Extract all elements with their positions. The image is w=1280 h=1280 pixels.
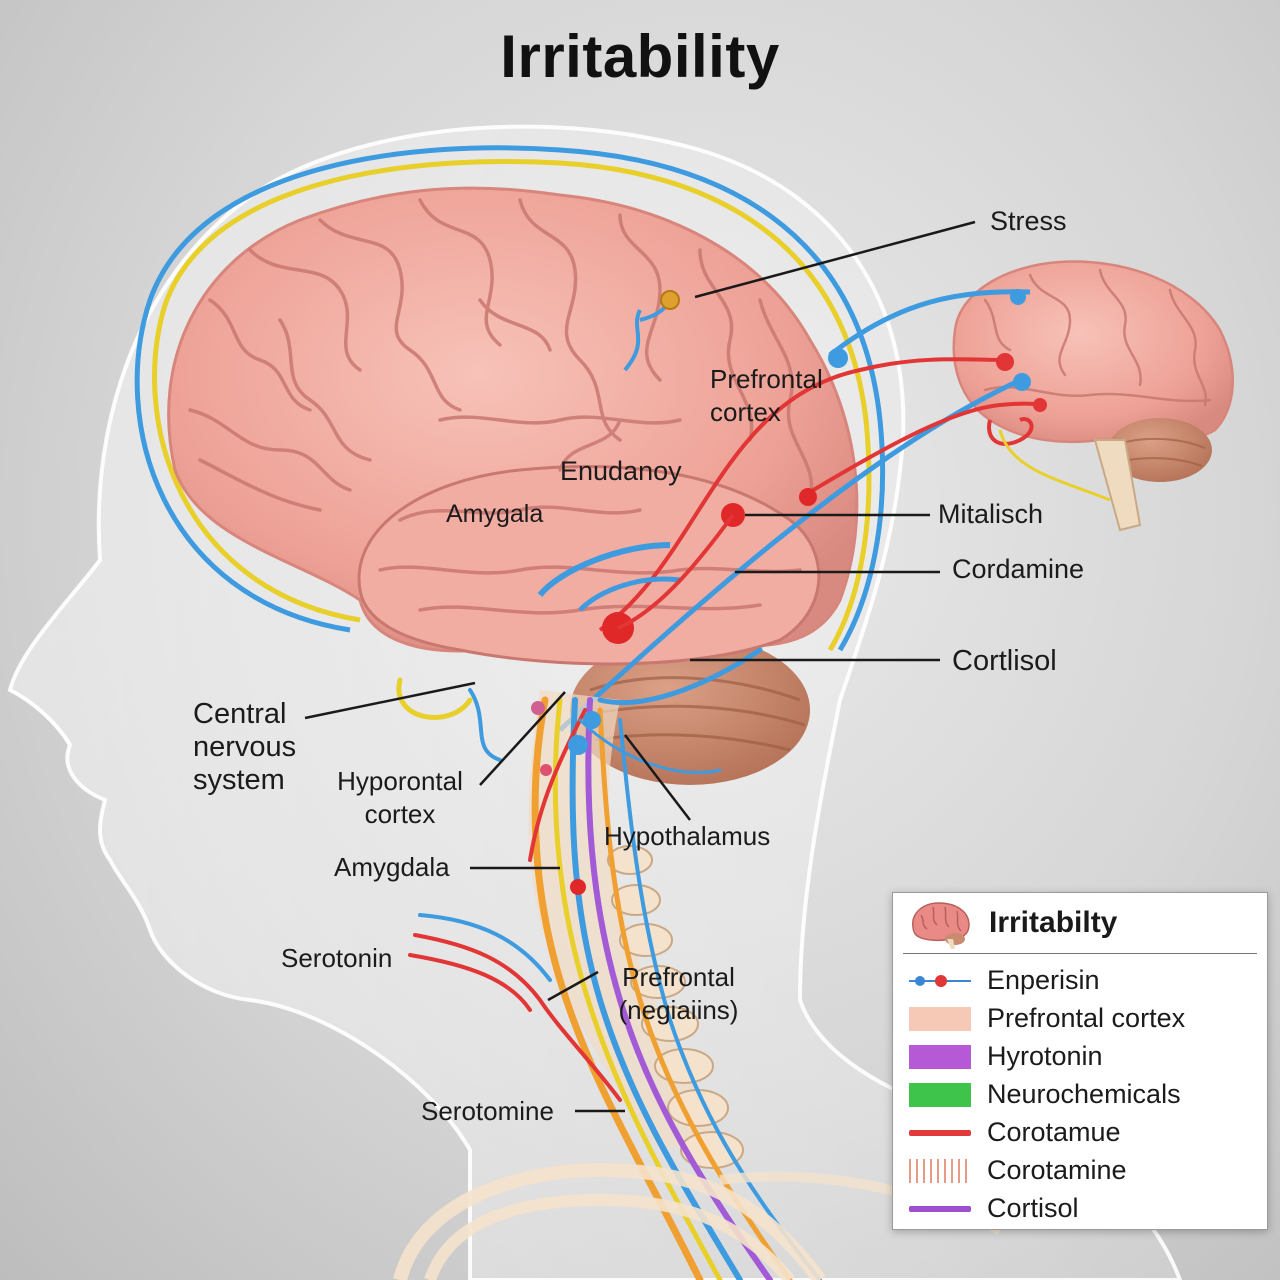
- legend-header: Irritabilty: [893, 893, 1267, 953]
- secondary-brain: [952, 260, 1234, 445]
- label-prefrontal-cortex-line1: Prefrontal: [710, 364, 823, 394]
- legend-item-label: Neurochemicals: [987, 1079, 1181, 1109]
- legend-swatch: [909, 1197, 971, 1221]
- label-cns-line1: Central: [193, 698, 287, 730]
- label-serotonin: Serotonin: [281, 943, 393, 973]
- legend-swatch: [909, 1159, 971, 1183]
- legend-item: Corotamue: [893, 1115, 1267, 1151]
- legend-item-label: Hyrotonin: [987, 1041, 1103, 1071]
- legend-swatch: [909, 1083, 971, 1107]
- legend-title: Irritabilty: [989, 906, 1118, 939]
- label-amygala: Amygala: [446, 500, 544, 528]
- label-central-nervous-system: Central nervous system: [193, 698, 296, 797]
- label-cordamine: Cordamine: [952, 554, 1085, 584]
- legend-item: Hyrotonin: [893, 1039, 1267, 1075]
- legend-item: Enperisin: [893, 963, 1267, 999]
- label-serotomine: Serotomine: [421, 1096, 554, 1126]
- legend-swatch: [909, 1007, 971, 1031]
- label-hyporontal-line2: cortex: [364, 799, 436, 829]
- legend-item-label: Enperisin: [987, 965, 1100, 995]
- label-hyporontal-cortex: Hyporontal cortex: [330, 765, 470, 831]
- legend-item: Prefrontal cortex: [893, 1001, 1267, 1037]
- legend-swatch: [909, 1045, 971, 1069]
- spinal-column: [528, 690, 744, 1169]
- page-title: Irritability: [500, 23, 780, 90]
- label-amygdala: Amygdala: [334, 852, 450, 882]
- legend-item-label: Corotamine: [987, 1155, 1127, 1185]
- label-prefrontal-cortex-line2: cortex: [710, 397, 781, 427]
- legend-item-label: Cortisol: [987, 1193, 1079, 1223]
- label-stress: Stress: [990, 206, 1067, 236]
- label-prefrontal-neg-line2: (negiaiins): [618, 995, 739, 1025]
- legend-item: Neurochemicals: [893, 1077, 1267, 1113]
- brain-icon: [912, 902, 970, 949]
- label-cns-line2: nervous: [193, 731, 297, 763]
- legend-item-label: Prefrontal cortex: [987, 1003, 1186, 1033]
- legend-item-label: Corotamue: [987, 1117, 1121, 1147]
- label-hypothalamus: Hypothalamus: [604, 821, 771, 851]
- label-mitalisch: Mitalisch: [938, 499, 1044, 529]
- legend-swatch: [909, 1121, 971, 1145]
- legend-divider: [903, 953, 1257, 954]
- label-hyporontal-line1: Hyporontal: [337, 766, 463, 796]
- label-cns-line3: system: [193, 764, 285, 796]
- label-prefrontal-neg-line1: Prefrontal: [622, 962, 735, 992]
- label-prefrontal-negiaiins: Prefrontal (negiaiins): [606, 961, 751, 1027]
- cerebellum: [570, 635, 810, 785]
- label-cortlisol: Cortlisol: [952, 645, 1057, 677]
- label-enudanoy: Enudanoy: [560, 456, 682, 486]
- legend-item: Cortisol: [893, 1191, 1267, 1227]
- legend-swatch: [909, 969, 971, 993]
- label-prefrontal-cortex: Prefrontal cortex: [710, 363, 823, 429]
- legend-item: Corotamine: [893, 1153, 1267, 1189]
